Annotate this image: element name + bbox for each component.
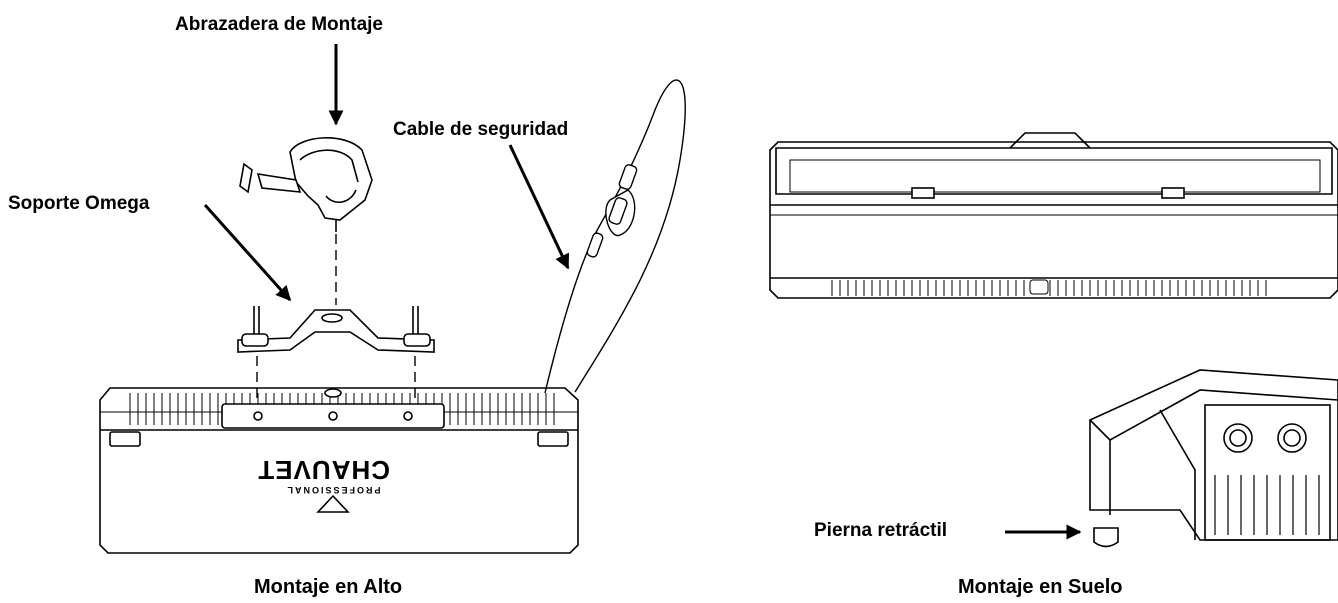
caption-floor: Montaje en Suelo xyxy=(958,576,1123,598)
leader-arrows xyxy=(203,44,1082,540)
label-safety-cable: Cable de seguridad xyxy=(393,119,569,140)
mounting-clamp xyxy=(239,137,373,232)
logo-brand: CHAUVET xyxy=(257,455,390,485)
fixture-front-vents xyxy=(831,279,1267,296)
logo-sub: PROFESSIONAL xyxy=(285,485,381,495)
fixture-front-view xyxy=(769,132,1338,299)
label-omega-bracket: Soporte Omega xyxy=(8,193,150,214)
chauvet-logo: PROFESSIONAL CHAUVET xyxy=(257,443,390,495)
safety-cable xyxy=(544,79,686,394)
label-mounting-clamp: Abrazadera de Montaje xyxy=(175,14,383,35)
label-retractable-leg: Pierna retráctil xyxy=(814,520,948,541)
caption-overhead: Montaje en Alto xyxy=(254,576,403,598)
fixture-side-view xyxy=(1089,369,1338,548)
omega-bracket xyxy=(237,306,435,353)
alignment-lines xyxy=(256,234,416,404)
overhead-fixture xyxy=(99,387,579,554)
